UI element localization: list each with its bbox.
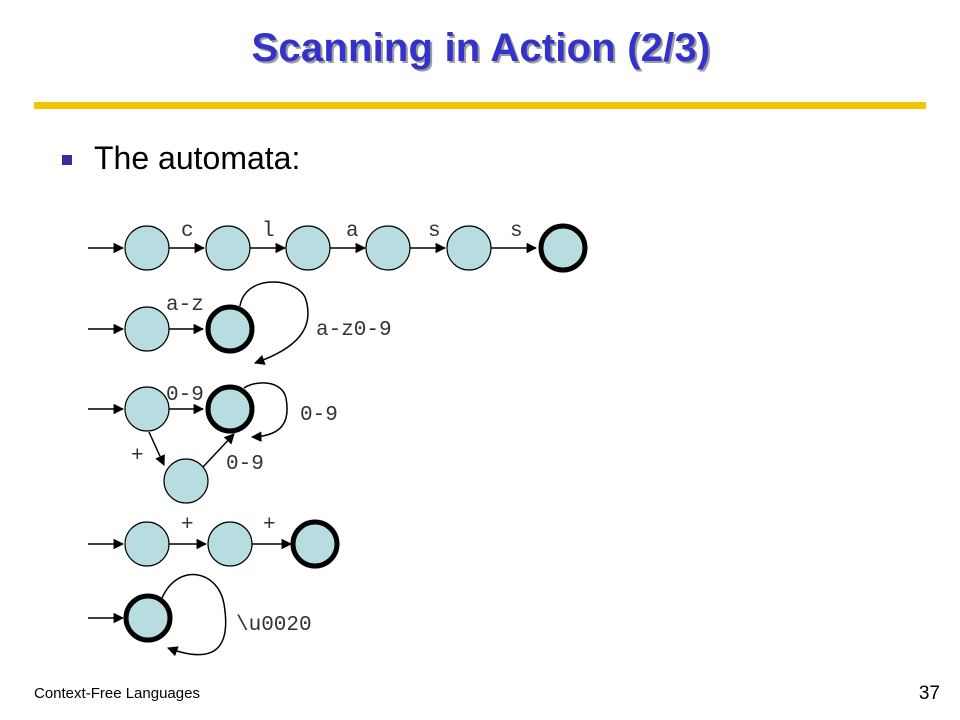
self-loop-arrow [239, 281, 309, 365]
transition-arrow [148, 431, 165, 466]
transition-label: s [510, 220, 523, 243]
self-loop-label: a-z0-9 [316, 319, 392, 342]
state [163, 458, 209, 504]
state [365, 225, 411, 271]
class-keyword-automaton: c l a s s [88, 220, 588, 273]
state [205, 225, 251, 271]
transition-label: a [346, 220, 359, 243]
plusplus-automaton: + + [88, 514, 340, 569]
self-loop-arrow [161, 573, 227, 657]
self-loop-arrow [243, 382, 288, 442]
transition-arrow [201, 433, 235, 469]
transition-label: a-z [166, 294, 204, 317]
state [124, 225, 170, 271]
accepting-state [538, 223, 588, 273]
transition-label: c [181, 220, 194, 243]
title-underline [34, 102, 926, 109]
accepting-state [205, 304, 255, 354]
footer-course-title: Context-Free Languages [34, 685, 200, 702]
number-automaton: 0-9 0-9 + 0-9 [88, 382, 338, 504]
accepting-state [290, 519, 340, 569]
whitespace-automaton: \u0020 [88, 573, 312, 657]
square-bullet-icon [62, 154, 72, 165]
slide-title: Scanning in Action (2/3) [251, 26, 711, 70]
transition-label: s [428, 220, 441, 243]
bullet-item: The automata: [62, 140, 300, 177]
transition-label: + [131, 445, 144, 468]
state [124, 521, 170, 567]
state [285, 225, 331, 271]
state [207, 521, 253, 567]
transition-label: + [181, 514, 194, 537]
state [446, 225, 492, 271]
identifier-automaton: a-z a-z0-9 [88, 281, 392, 365]
transition-label: l [262, 220, 275, 243]
self-loop-label: \u0020 [236, 614, 312, 637]
accepting-state [123, 593, 173, 643]
accepting-state [205, 384, 255, 434]
transition-label: 0-9 [226, 453, 264, 476]
state [124, 306, 170, 352]
transition-label: + [263, 514, 276, 537]
page-number: 37 [918, 683, 940, 704]
state [124, 386, 170, 432]
transition-label: 0-9 [166, 384, 204, 407]
bullet-text: The automata: [94, 140, 301, 176]
self-loop-label: 0-9 [300, 404, 338, 427]
